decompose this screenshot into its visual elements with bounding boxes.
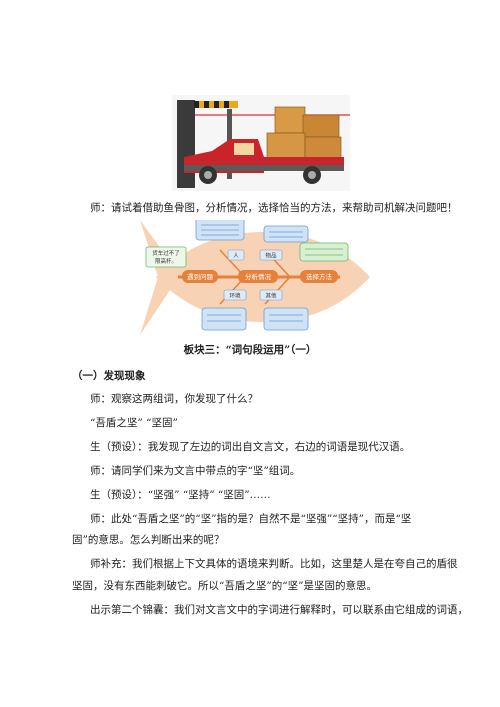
label-goods: 物品 (265, 252, 277, 260)
paragraph: 师：观察这两组词，你发现了什么？ (90, 393, 258, 405)
label-other: 其他 (265, 292, 277, 300)
paragraph: 固”的意思。怎么判断出来的呢？ (72, 534, 225, 546)
problem-note-line2: 限高杆。 (155, 257, 177, 265)
paragraph: 坚固，没有东西能刺破它。所以“吾盾之坚”的“坚”是坚固的意思。 (72, 580, 377, 592)
tail-label: 选择方法 (306, 272, 333, 281)
label-environment: 环境 (229, 292, 241, 300)
intro-text: 师：请试着借助鱼骨图，分析情况，选择恰当的方法，来帮助司机解决问题吧！ (90, 202, 458, 214)
problem-note-line1: 货车过不了 (152, 249, 180, 257)
middle-label: 分析情况 (245, 272, 272, 281)
paragraph: 师补充：我们根据上下文具体的语境来判断。比如，这里楚人是在夸自己的盾很 (90, 558, 458, 570)
paragraph: 生（预设）：“坚强” “坚持” “坚固”…… (90, 489, 271, 501)
paragraph: 出示第二个锦囊：我们对文言文中的字词进行解释时，可以联系由它组成的词语， (90, 604, 468, 616)
section-title: 板块三：“词句段运用”（一） (183, 344, 317, 356)
paragraph: “吾盾之坚” “坚固” (90, 417, 178, 429)
truck-illustration (172, 95, 350, 191)
paragraph: 师：请同学们来为文言中带点的字“坚”组词。 (90, 465, 301, 477)
paragraph: 生（预设）：我发现了左边的词出自文言文，右边的词语是现代汉语。 (90, 441, 411, 453)
head-label: 遇到问题 (187, 273, 214, 281)
subsection-title: （一）发现现象 (72, 370, 146, 382)
label-person: 人 (233, 253, 239, 260)
paragraph: 师：此处“吾盾之坚”的“坚”指的是？自然不是“坚强”“坚持”，而是“坚 (90, 513, 412, 525)
fishbone-diagram: 货车过不了 限高杆。 遇到问题 分析情况 选择方法 人 物品 环境 其他 (140, 220, 370, 335)
